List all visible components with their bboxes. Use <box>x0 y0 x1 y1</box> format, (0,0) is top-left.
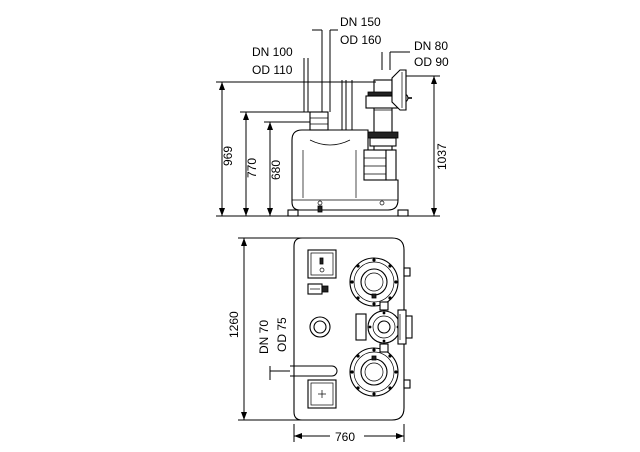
label-dn80: DN 80 <box>414 39 448 53</box>
label-od90: OD 90 <box>414 55 449 69</box>
top-view <box>238 237 413 442</box>
dim-1260: 1260 <box>227 311 241 338</box>
dim-760: 760 <box>335 430 355 444</box>
dim-1037: 1037 <box>435 143 449 170</box>
label-od160: OD 160 <box>340 33 382 47</box>
dim-680: 680 <box>269 160 283 180</box>
dim-969: 969 <box>221 146 235 166</box>
label-od75: OD 75 <box>275 317 289 352</box>
label-od110: OD 110 <box>252 63 293 77</box>
label-dn100: DN 100 <box>252 45 293 59</box>
label-dn70: DN 70 <box>257 320 271 354</box>
tank-body <box>291 129 399 211</box>
side-view <box>216 29 440 217</box>
dim-770: 770 <box>245 158 259 178</box>
label-dn150: DN 150 <box>340 15 381 29</box>
